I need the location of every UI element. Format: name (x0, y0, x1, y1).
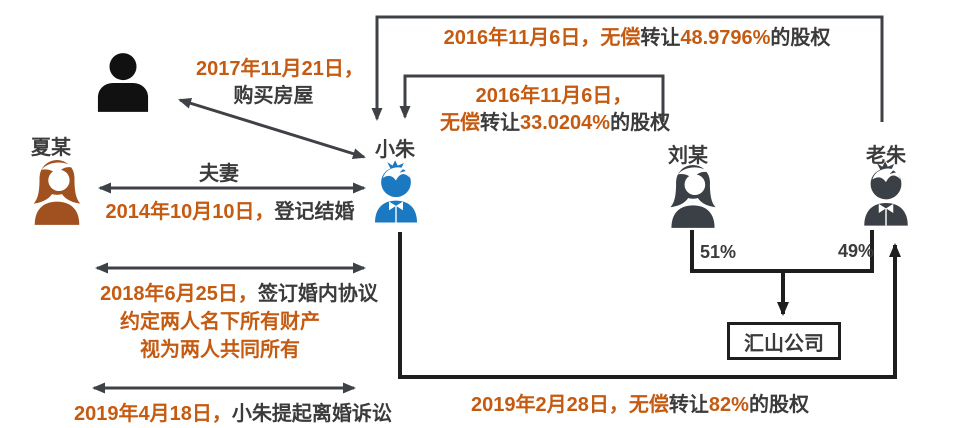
text-spouse-relation: 夫妻 (199, 163, 239, 185)
house-date: 2017年11月21日， (196, 58, 364, 80)
label-laozhu: 老朱 (866, 145, 906, 167)
arrow-transfer-82 (398, 232, 901, 379)
agreement-action: 签订婚内协议 (257, 283, 378, 305)
share-pct-laozhu: 49% (838, 241, 875, 261)
text-transfer-33: 2016年11月6日， 无偿转让33.0204%的股权 (440, 83, 671, 137)
text-agreement: 2018年6月25日，签订婚内协议 (93, 281, 385, 308)
company-box: 汇山公司 (727, 322, 841, 360)
marriage-action: 登记结婚 (274, 201, 355, 223)
xiaozhu-person-icon (375, 160, 417, 223)
arrow-transfer-48 (371, 15, 884, 122)
transfer-33-suffix: 的股权 (610, 112, 671, 134)
house-action: 购买房屋 (233, 85, 314, 107)
text-agreement-note1: 约定两人名下所有财产 (120, 311, 320, 333)
house-buyer-person-icon (97, 53, 149, 112)
liu-person-icon (670, 165, 716, 228)
xia-person-icon (33, 160, 81, 225)
transfer-82-verb: 转让 (668, 394, 709, 416)
transfer-48-free: 无偿 (600, 27, 641, 49)
label-liu: 刘某 (668, 145, 708, 167)
transfer-33-line2: 无偿转让33.0204%的股权 (440, 110, 671, 137)
transfer-82-free: 无偿 (628, 394, 669, 416)
transfer-82-pct: 82% (708, 394, 749, 416)
divorce-action: 小朱提起离婚诉讼 (231, 403, 392, 425)
transfer-48-pct: 48.9796% (680, 27, 771, 49)
transfer-33-pct: 33.0204% (520, 112, 611, 134)
text-divorce: 2019年4月18日，小朱提起离婚诉讼 (74, 401, 392, 428)
transfer-33-verb: 转让 (480, 112, 520, 134)
transfer-48-verb: 转让 (640, 27, 681, 49)
transfer-33-free: 无偿 (440, 112, 480, 134)
transfer-48-suffix: 的股权 (770, 27, 831, 49)
text-house-purchase: 2017年11月21日， 购买房屋 (196, 56, 364, 110)
agreement-date: 2018年6月25日， (100, 283, 258, 305)
marriage-date: 2014年10月10日， (105, 201, 275, 223)
text-transfer-82: 2019年2月28日，无偿转让82%的股权 (440, 392, 840, 419)
transfer-82-suffix: 的股权 (748, 394, 809, 416)
arrow-transfer-33 (399, 74, 665, 122)
label-xia: 夏某 (31, 137, 71, 159)
company-name: 汇山公司 (744, 332, 824, 355)
transfer-82-date: 2019年2月28日， (471, 394, 629, 416)
arrow-house-purchase (178, 98, 366, 159)
label-xiaozhu: 小朱 (375, 139, 415, 161)
divorce-date: 2019年4月18日， (74, 403, 232, 425)
transfer-48-date: 2016年11月6日， (443, 27, 601, 49)
transfer-33-date: 2016年11月6日， (475, 85, 633, 107)
text-transfer-48: 2016年11月6日，无偿转让48.9796%的股权 (432, 25, 842, 52)
share-pct-liu: 51% (700, 242, 737, 262)
text-agreement-note2: 视为两人共同所有 (140, 339, 300, 361)
laozhu-person-icon (864, 161, 908, 226)
text-marriage-date: 2014年10月10日，登记结婚 (100, 199, 360, 226)
